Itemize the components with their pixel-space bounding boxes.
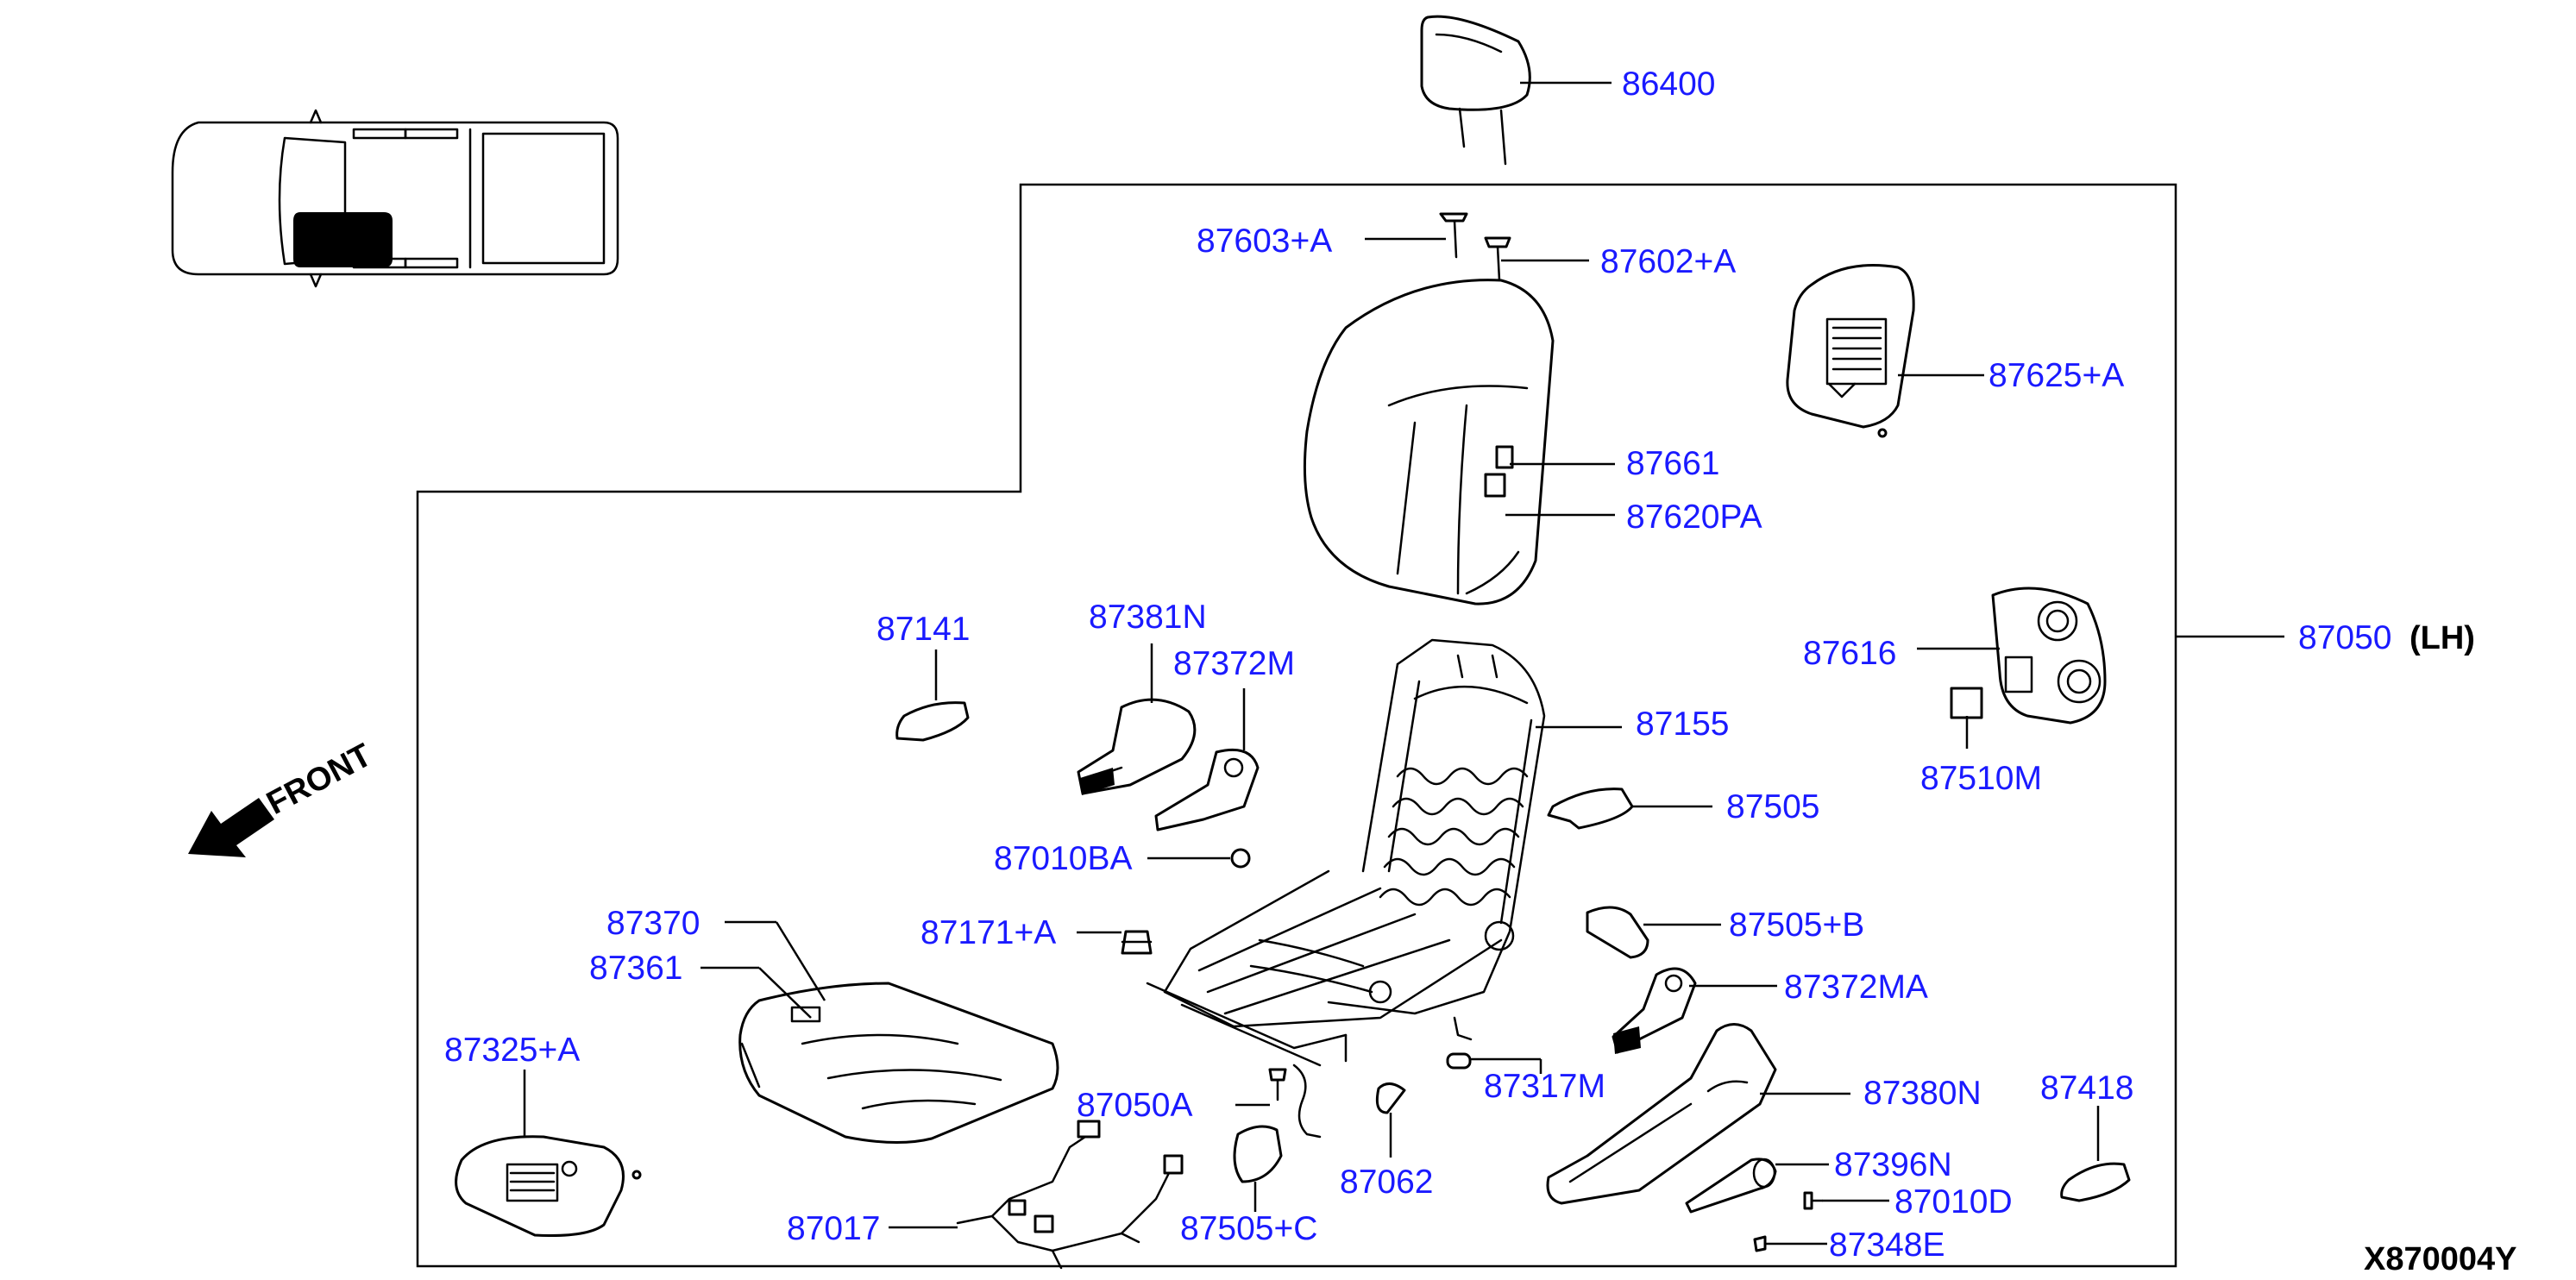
part-label-87348: 87348E (1829, 1227, 1945, 1264)
part-label-87141: 87141 (876, 611, 970, 648)
part-label-87505b: 87505+B (1729, 907, 1864, 944)
part-label-87505c: 87505+C (1180, 1210, 1317, 1247)
back-panel-part (1786, 264, 1915, 438)
part-label-87603: 87603+A (1197, 223, 1332, 260)
cover-87505b-part (1586, 906, 1649, 959)
part-label-87050a: 87050A (1077, 1087, 1192, 1124)
assembly-part-label: 87050 (2298, 619, 2391, 656)
screw-87050a-part (1268, 1068, 1287, 1101)
seat-frame-part (1146, 638, 1546, 1139)
cover-87505-part (1547, 787, 1634, 830)
part-label-87171: 87171+A (920, 914, 1056, 951)
part-label-87625: 87625+A (1989, 357, 2124, 394)
part-label-87317: 87317M (1484, 1068, 1605, 1105)
part-label-87396: 87396N (1834, 1146, 1952, 1183)
cover-87505c-part (1233, 1125, 1283, 1183)
part-label-87418: 87418 (2040, 1070, 2133, 1107)
part-label-87372m: 87372M (1173, 645, 1295, 682)
part-label-87017: 87017 (787, 1210, 880, 1247)
part-label-87155: 87155 (1636, 706, 1729, 743)
clip-87062-part (1375, 1082, 1406, 1114)
grommet-87171-part (1121, 930, 1153, 955)
part-label-87510: 87510M (1920, 760, 2042, 797)
cushion-panel-part (455, 1135, 642, 1237)
wiring-harness-part (956, 1120, 1184, 1270)
bolt-87010d-part (1803, 1191, 1824, 1210)
part-label-87010d: 87010D (1894, 1183, 2013, 1220)
nut-87010ba-part (1230, 848, 1251, 869)
seat-switch-part (1950, 587, 2107, 725)
bracket-87372ma-part (1612, 967, 1697, 1054)
front-label: FRONT (261, 737, 378, 822)
bracket-87372m-part (1154, 748, 1260, 831)
part-label-87616: 87616 (1803, 635, 1896, 672)
seat-cushion-part (738, 982, 1059, 1145)
headrest-part (1420, 15, 1531, 166)
clip-87348e-part (1753, 1235, 1767, 1252)
part-label-87325: 87325+A (444, 1032, 580, 1069)
part-label-87062: 87062 (1340, 1164, 1433, 1201)
part-label-87361: 87361 (589, 950, 682, 987)
recliner-cover-part (1077, 698, 1197, 795)
bolt-icon (1439, 212, 1511, 282)
part-label-87505: 87505 (1726, 788, 1819, 825)
part-label-87010ba: 87010BA (994, 840, 1132, 877)
assembly-side-label: (LH) (2410, 620, 2475, 656)
assembly-boundary (416, 183, 2177, 1268)
seatback-cover-part (1303, 279, 1555, 605)
front-arrow-icon (188, 798, 274, 857)
diagram-code: X870004Y (2364, 1241, 2517, 1277)
part-label-87372ma: 87372MA (1784, 969, 1928, 1006)
part-label-87620: 87620PA (1626, 499, 1762, 536)
part-label-87661: 87661 (1626, 445, 1719, 482)
side-finisher-part (1546, 1023, 1777, 1205)
lever-87396n-part (1685, 1158, 1777, 1214)
part-label-87381: 87381N (1089, 599, 1207, 636)
cap-87317-part (1446, 1052, 1472, 1070)
part-label-86400: 86400 (1622, 66, 1715, 103)
cover-87418-part (2060, 1162, 2131, 1202)
vehicle-locator-icon (171, 109, 619, 288)
part-label-87370: 87370 (606, 905, 700, 942)
cover-87141-part (895, 701, 970, 742)
part-label-87380: 87380N (1863, 1075, 1982, 1112)
part-label-87602: 87602+A (1600, 243, 1736, 280)
